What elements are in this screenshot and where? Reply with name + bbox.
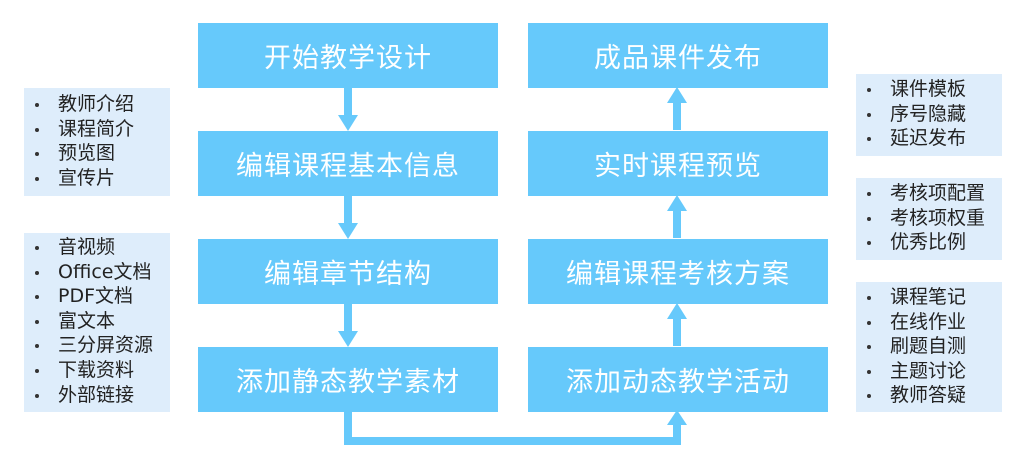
list-item: 宣传片: [24, 166, 170, 191]
list-item: 考核项权重: [856, 206, 1002, 231]
list-item: 教师介绍: [24, 92, 170, 117]
step-edit-chapters: 编辑章节结构: [198, 239, 498, 304]
list-item: 考核项配置: [856, 181, 1002, 206]
note-assessment-options: 考核项配置 考核项权重 优秀比例: [856, 178, 1002, 260]
step-live-preview: 实时课程预览: [528, 131, 828, 196]
list-item: 外部链接: [24, 383, 170, 408]
list-item: 优秀比例: [856, 230, 1002, 255]
step-edit-assessment: 编辑课程考核方案: [528, 239, 828, 304]
list-item: Office文档: [24, 260, 170, 285]
step-add-dynamic-activities: 添加动态教学活动: [528, 347, 828, 412]
list-item: 延迟发布: [856, 126, 1002, 151]
arrowhead-up: [667, 87, 687, 103]
list-item: 音视频: [24, 235, 170, 260]
list-item: 下载资料: [24, 358, 170, 383]
arrowhead-up: [667, 410, 687, 425]
list-item: 课件模板: [856, 77, 1002, 102]
list-item: 刷题自测: [856, 334, 1002, 359]
arrowhead-down: [338, 223, 358, 239]
list-item: 主题讨论: [856, 359, 1002, 384]
arrowhead-down: [338, 115, 358, 131]
list-item: 三分屏资源: [24, 333, 170, 358]
note-static-materials: 音视频 Office文档 PDF文档 富文本 三分屏资源 下载资料 外部链接: [24, 233, 170, 412]
list-item: 教师答疑: [856, 383, 1002, 408]
note-publish-options: 课件模板 序号隐藏 延迟发布: [856, 74, 1002, 156]
list-item: 在线作业: [856, 310, 1002, 335]
step-add-static-materials: 添加静态教学素材: [198, 347, 498, 412]
list-item: 课程简介: [24, 117, 170, 142]
step-edit-basic-info: 编辑课程基本信息: [198, 131, 498, 196]
list-item: 预览图: [24, 141, 170, 166]
list-item: PDF文档: [24, 284, 170, 309]
note-dynamic-activities: 课程笔记 在线作业 刷题自测 主题讨论 教师答疑: [856, 282, 1002, 412]
arrowhead-up: [667, 195, 687, 211]
step-publish-courseware: 成品课件发布: [528, 23, 828, 88]
list-item: 序号隐藏: [856, 102, 1002, 127]
note-basic-info: 教师介绍 课程简介 预览图 宣传片: [24, 88, 170, 196]
arrowhead-down: [338, 331, 358, 347]
arrow-static-to-dynamic: [344, 412, 681, 445]
arrowhead-up: [667, 303, 687, 319]
list-item: 课程笔记: [856, 285, 1002, 310]
step-start-design: 开始教学设计: [198, 23, 498, 88]
list-item: 富文本: [24, 309, 170, 334]
